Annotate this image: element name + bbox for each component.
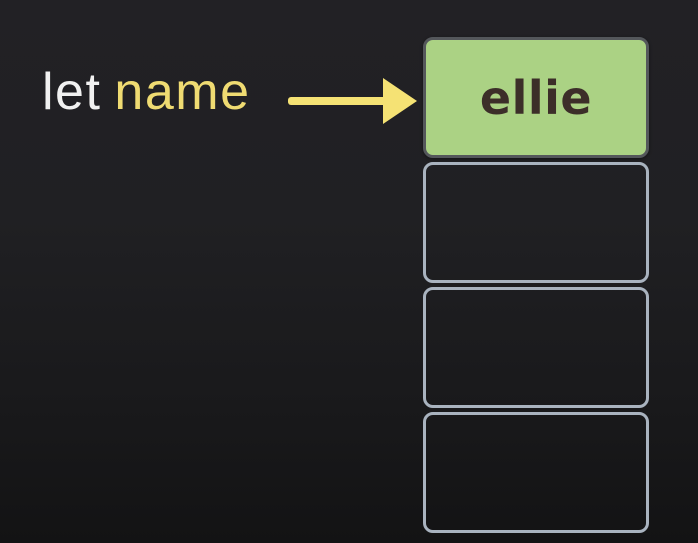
cell-value: ellie — [479, 70, 593, 125]
arrow-head — [383, 78, 417, 124]
memory-cell-column: ellie — [423, 37, 649, 537]
let-keyword: let — [42, 63, 102, 121]
arrow-shaft — [288, 97, 387, 105]
memory-cell-empty — [423, 412, 649, 533]
arrow-right-icon — [288, 78, 418, 124]
memory-cell-filled: ellie — [423, 37, 649, 158]
memory-cell-empty — [423, 287, 649, 408]
variable-declaration: let name — [42, 66, 251, 118]
memory-cell-empty — [423, 162, 649, 283]
variable-name-label: name — [114, 63, 251, 121]
